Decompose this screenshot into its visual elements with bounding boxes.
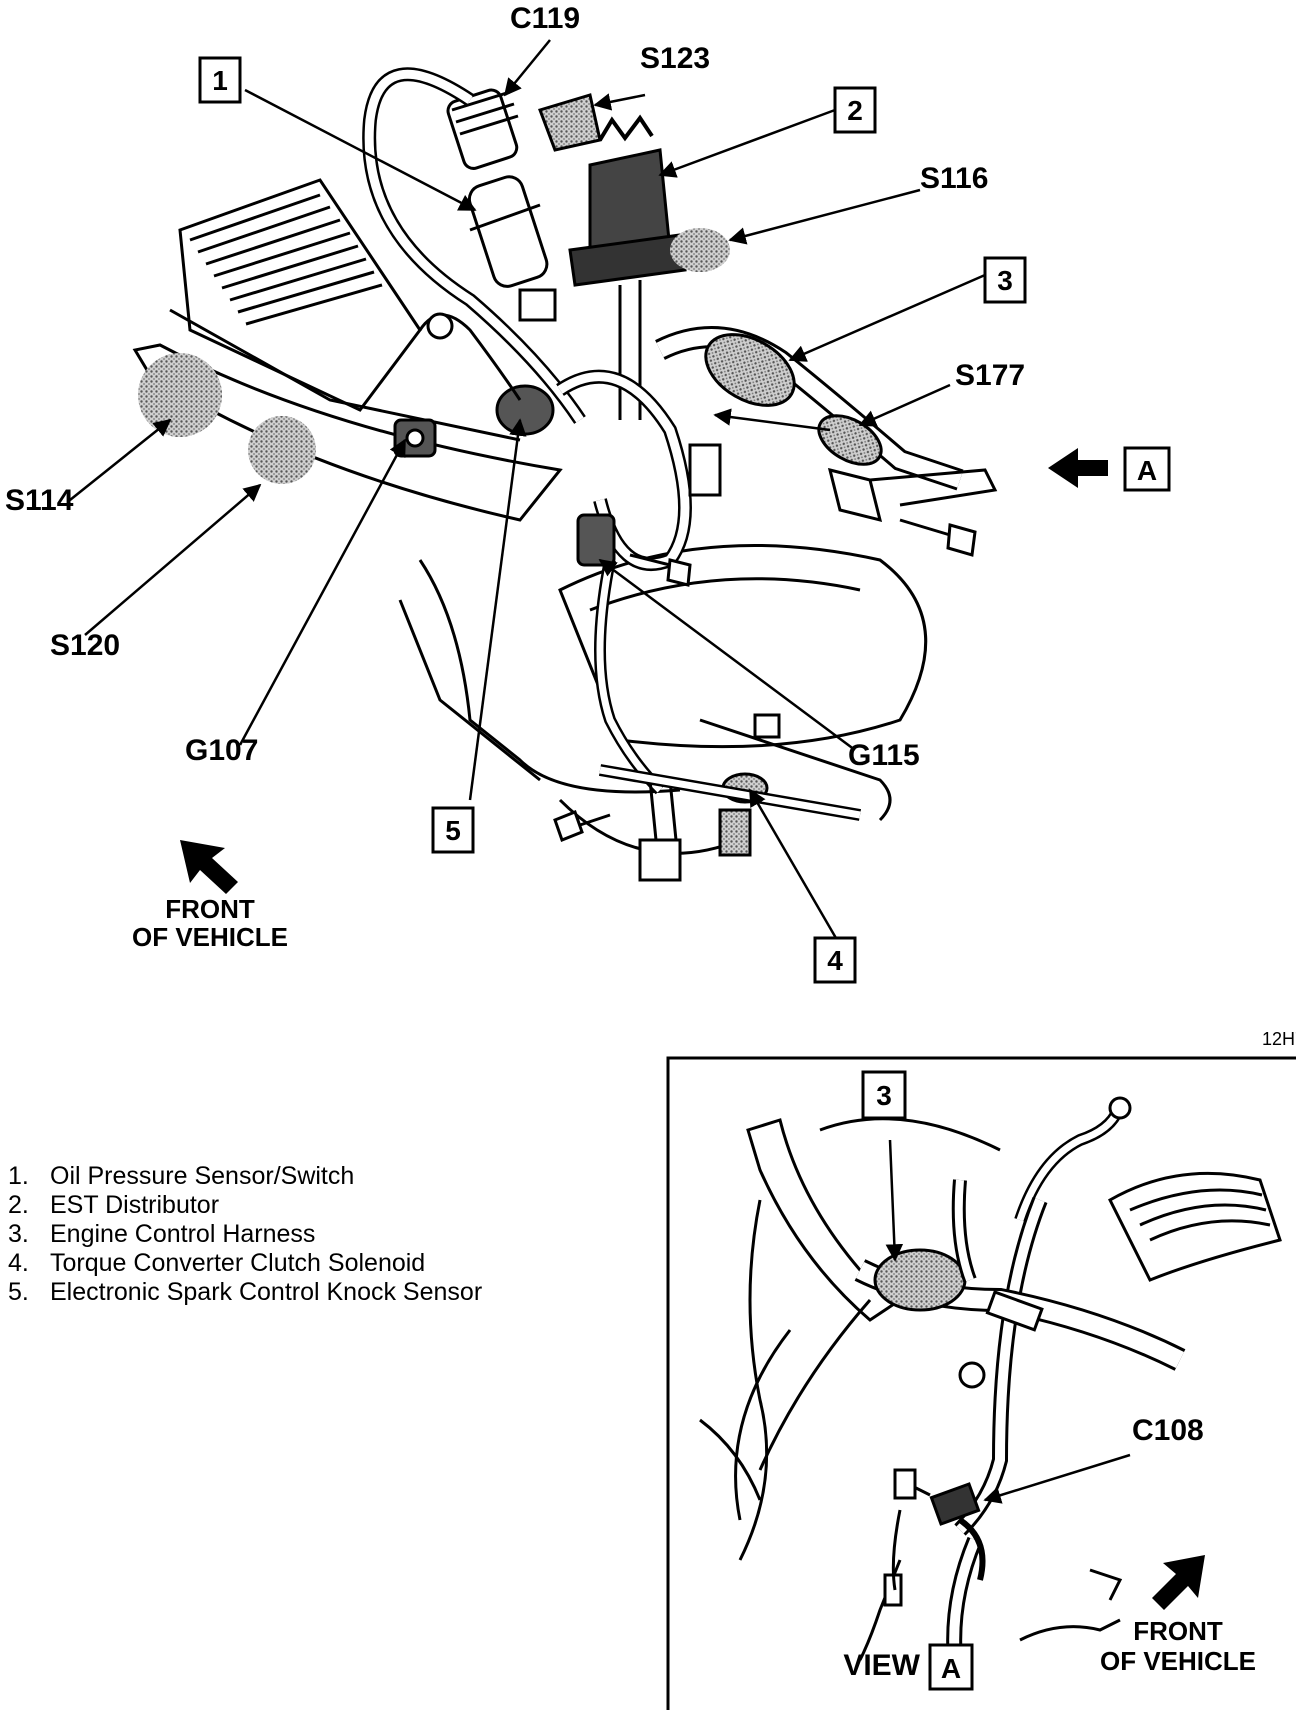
- figure-code: 12H7: [1262, 1029, 1296, 1049]
- label-s116: S116: [920, 162, 988, 195]
- svg-text:A: A: [941, 1653, 961, 1684]
- label-s120: S120: [50, 629, 120, 662]
- front-label-line1: FRONT: [165, 894, 255, 924]
- inset-callout-3: 3: [861, 1070, 907, 1120]
- fuel-rail: [132, 343, 563, 522]
- inset-harness-shade: [873, 1248, 967, 1312]
- inset-view-frame: [666, 1056, 1296, 1710]
- legend-item: 1.Oil Pressure Sensor/Switch: [8, 1162, 355, 1190]
- svg-text:1: 1: [212, 65, 228, 96]
- distributor: [538, 93, 687, 420]
- view-label: VIEW: [843, 1649, 920, 1682]
- leader-lines: [69, 39, 986, 946]
- svg-text:2: 2: [847, 95, 863, 126]
- splice-shade-s120: [248, 416, 316, 484]
- legend-item: 4.Torque Converter Clutch Solenoid: [8, 1249, 426, 1277]
- callout-1: 1: [198, 56, 242, 104]
- svg-text:3: 3: [876, 1080, 892, 1111]
- inset-leader-lines: [885, 1139, 1131, 1504]
- label-c119: C119: [510, 2, 580, 35]
- view-label-marker: A: [928, 1643, 974, 1691]
- label-s114: S114: [5, 484, 74, 517]
- label-s123: S123: [640, 42, 710, 75]
- knock-sensor: [418, 312, 555, 436]
- label-g107: G107: [185, 734, 258, 767]
- inset-front-line2: OF VEHICLE: [1100, 1646, 1256, 1676]
- harness-connector: [688, 443, 722, 497]
- oil-pressure-sensor: [446, 88, 557, 322]
- inset-illustration: [699, 1096, 1282, 1661]
- label-g115: G115: [848, 739, 920, 772]
- callout-4: 4: [813, 936, 857, 984]
- connector-c108: [893, 1468, 986, 1581]
- splice-shade-s114: [138, 353, 222, 437]
- ring-terminal-icon: [1108, 1096, 1132, 1120]
- tcc-solenoid: [598, 713, 862, 857]
- inset-front-arrow-icon: [1152, 1555, 1205, 1610]
- label-c108: C108: [1132, 1414, 1204, 1447]
- view-a-marker: A: [1048, 446, 1171, 492]
- callout-2: 2: [833, 86, 877, 134]
- inset-front-line1: FRONT: [1133, 1616, 1223, 1646]
- legend-item: 2.EST Distributor: [8, 1191, 220, 1219]
- component-legend: 1.Oil Pressure Sensor/Switch 2.EST Distr…: [8, 1162, 482, 1307]
- svg-text:4: 4: [827, 945, 843, 976]
- ground-g107: [393, 418, 437, 458]
- svg-text:5: 5: [445, 815, 461, 846]
- svg-text:A: A: [1137, 455, 1157, 486]
- callout-3: 3: [983, 256, 1027, 304]
- label-s177: S177: [955, 359, 1025, 392]
- front-arrow-icon: [180, 840, 238, 894]
- engine-illustration: [132, 67, 998, 882]
- front-label-line2: OF VEHICLE: [132, 922, 288, 952]
- legend-item: 3.Engine Control Harness: [8, 1220, 316, 1248]
- svg-text:3: 3: [997, 265, 1013, 296]
- valve-cover: [169, 178, 521, 442]
- legend-item: 5.Electronic Spark Control Knock Sensor: [8, 1278, 483, 1306]
- ground-g115: [576, 513, 692, 587]
- lower-bolt: [553, 810, 584, 842]
- callout-5: 5: [431, 806, 475, 854]
